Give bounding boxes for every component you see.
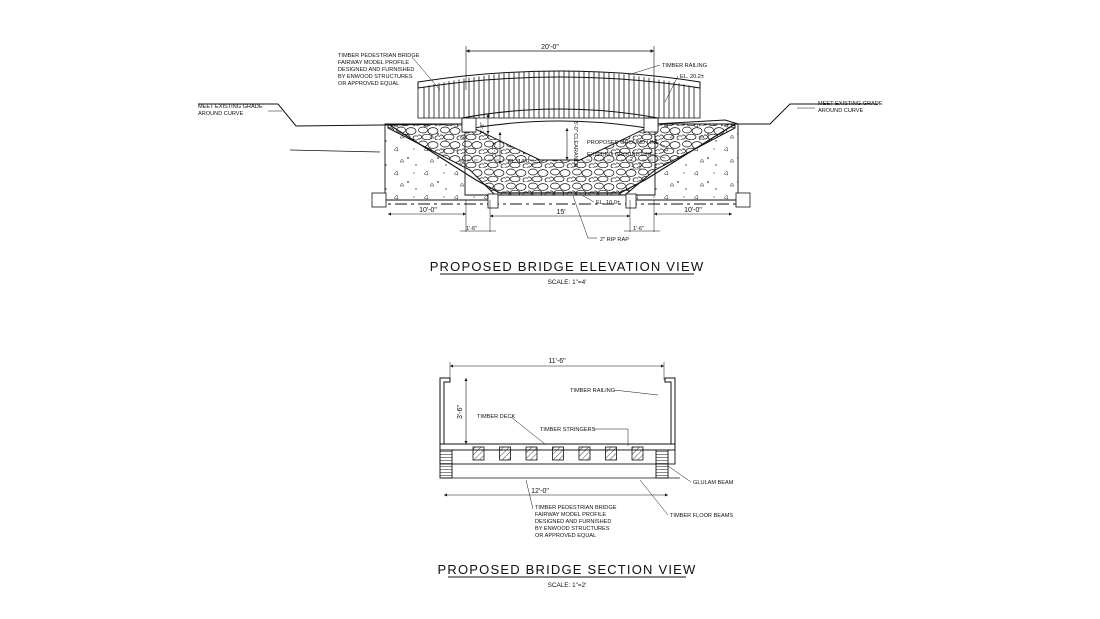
rail-height-dimension: 3'-7"± [492,142,498,156]
channel-dimension: 15' [556,209,565,216]
glulam-beam-note: GLULAM BEAM [693,480,734,486]
existing-ground-line-label: EXISTING GROUND LINE [587,152,654,158]
left-inner-footing [487,193,499,209]
slope-ratio-rise: 2 [630,157,633,163]
timber-stringers-note: TIMBER STRINGERS [540,427,596,433]
section-bottom-width: 12'-0" [531,488,549,495]
slope-ratio-run: 1 [631,163,634,169]
elevation-20: EL. 20.2± [680,74,704,80]
grade-note-right: MEET EXISTING GRADE AROUND CURVE [818,101,884,114]
stringer [499,446,511,461]
timber-railing-note: TIMBER RAILING [662,63,707,69]
left-footing [371,192,387,208]
elevation-title: PROPOSED BRIDGE ELEVATION VIEW [430,259,705,274]
section-title: PROPOSED BRIDGE SECTION VIEW [438,562,697,577]
timber-deck-note: TIMBER DECK [477,414,515,420]
stringer [525,446,538,461]
section-top-width: 11'-6" [548,358,566,365]
existing-grade-left [289,149,381,153]
right-inner-footing [625,193,637,209]
elevation-14: EL. 14.0 [508,159,529,165]
right-glulam-beam [655,449,669,479]
elevation-view: 20'-0" 2'-8" 3'-7"± 3'-0" CLEARANCE EL. … [198,44,884,286]
right-footing-dimension: 1'-6" [633,226,644,232]
right-rail-post [664,377,676,447]
grade-line-left [198,103,466,127]
grade-line-right [654,103,878,125]
stringer [631,446,644,461]
right-abutment-dimension: 10'-0" [684,207,702,214]
section-scale: SCALE: 1"=2' [548,582,587,589]
rip-rap-note: 2" RIP RAP [600,237,629,243]
right-bearing [643,117,659,133]
stringer [578,446,591,461]
section-timber-railing-note: TIMBER RAILING [570,388,615,394]
stringer [472,446,485,461]
post-height-dimension: 2'-8" [480,122,486,133]
left-abutment-dimension: 10'-0" [419,207,437,214]
bridge-model-note: TIMBER PEDESTRIAN BRIDGE FAIRWAY MODEL P… [338,53,421,87]
left-bearing [461,117,477,133]
timber-stringers [472,446,644,461]
elevation-10: EL. 10.0± [596,200,620,206]
right-footing [735,192,751,208]
left-footing-dimension: 1'-6" [466,226,477,232]
span-dimension: 20'-0" [541,44,559,51]
timber-floor-beams-note: TIMBER FLOOR BEAMS [670,513,733,519]
left-rail-post [439,377,451,447]
section-view: 11'-6" 3'-6" 12'-0" TIMBER RAILING TIMBE… [438,358,734,589]
stringer [552,446,564,461]
clearance-note: 3'-0" CLEARANCE [572,121,578,168]
section-bridge-model-note: TIMBER PEDESTRIAN BRIDGE FAIRWAY MODEL P… [535,505,618,539]
left-glulam-beam [439,449,453,479]
elevation-scale: SCALE: 1"=4' [548,279,587,286]
stringer [605,446,617,461]
grade-note-left: MEET EXISTING GRADE AROUND CURVE [198,104,264,117]
section-rail-height: 3'-6" [457,405,464,419]
proposed-ground-line [387,123,736,194]
proposed-ground-line-label: PROPOSED GROUND LINE [587,140,659,146]
